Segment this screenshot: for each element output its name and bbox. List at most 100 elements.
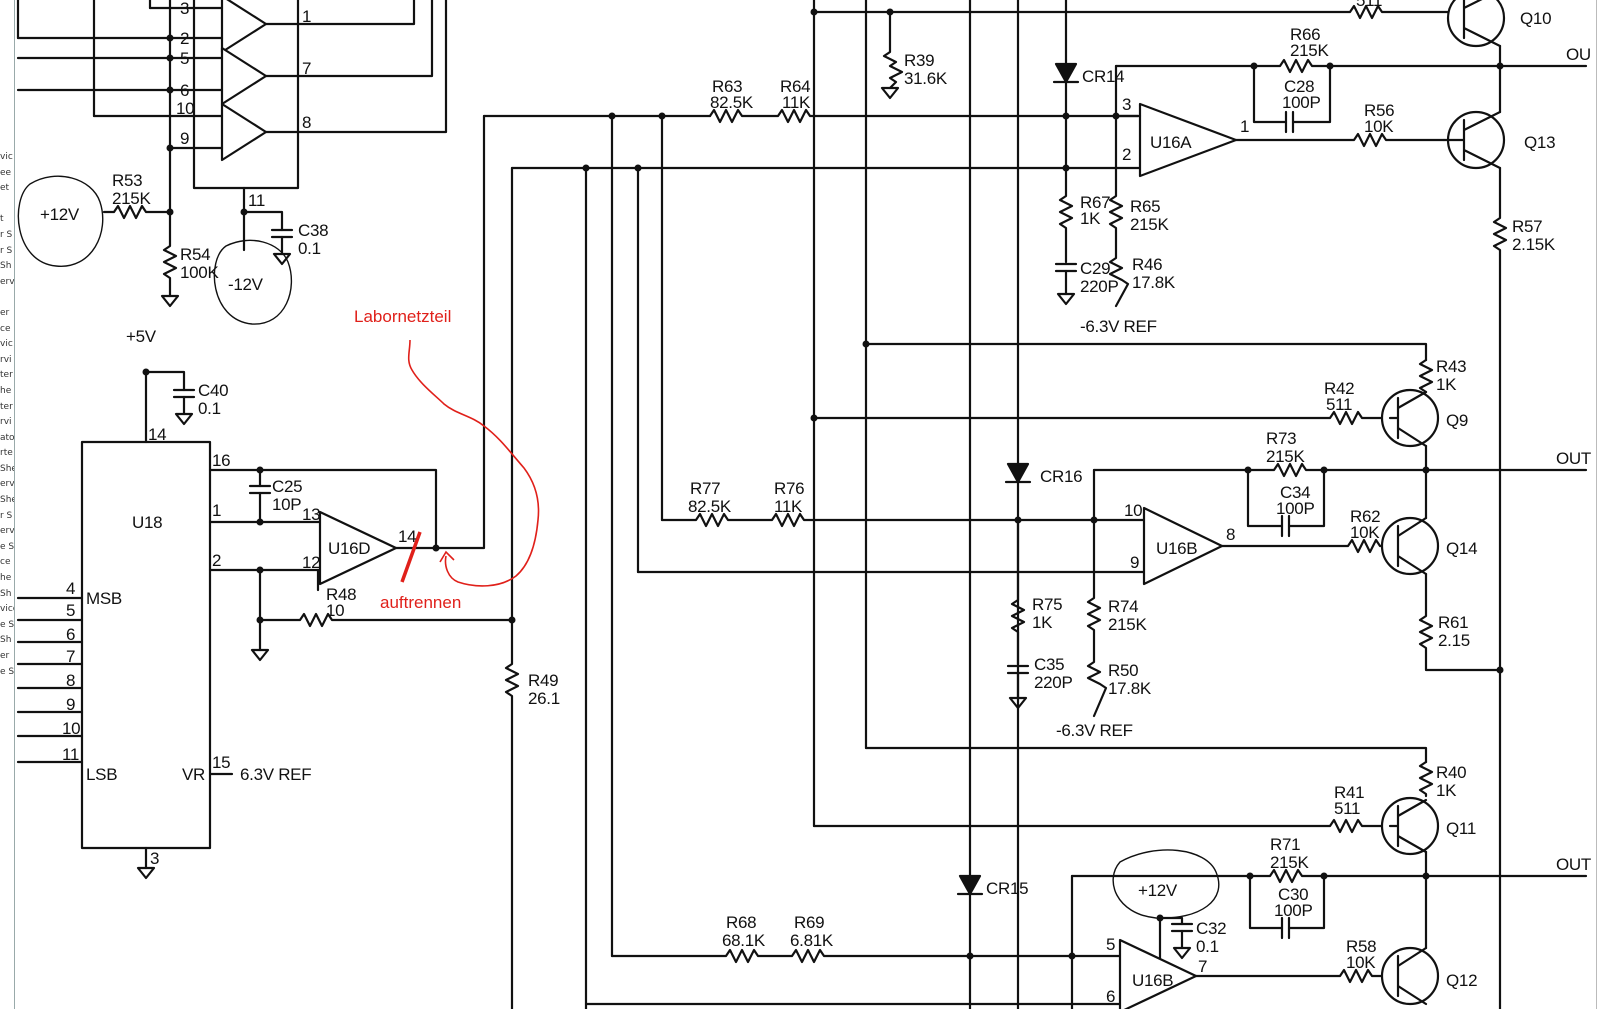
label-c40: C40 xyxy=(198,381,228,400)
label-u16b-bottom-pin5: 5 xyxy=(1106,935,1115,954)
label-r61: R61 xyxy=(1438,613,1468,632)
label-r63-value: 82.5K xyxy=(710,93,754,112)
label-r68-value: 68.1K xyxy=(722,931,766,950)
label-q12: Q12 xyxy=(1446,971,1477,990)
label-u18-pin1: 1 xyxy=(212,501,221,520)
label-c35-value: 220P xyxy=(1034,673,1073,692)
label-r65-value: 215K xyxy=(1130,215,1169,234)
label-cr15: CR15 xyxy=(986,879,1028,898)
label-r54: R54 xyxy=(180,245,210,264)
label-r76-value: 11K xyxy=(774,497,803,516)
label-r54-value: 100K xyxy=(180,263,219,282)
label-r64-value: 11K xyxy=(782,93,811,112)
label-u16d: U16D xyxy=(328,539,370,558)
label-c32: C32 xyxy=(1196,919,1226,938)
label-u16b-bottom: U16B xyxy=(1132,971,1173,990)
label-q9: Q9 xyxy=(1446,411,1468,430)
label-r48-value: 10 xyxy=(326,601,344,620)
label-r67: R67 xyxy=(1080,193,1110,212)
label-r73: R73 xyxy=(1266,429,1296,448)
label-r50: R50 xyxy=(1108,661,1138,680)
side-panel-fragment: vic xyxy=(0,152,13,162)
side-panel-fragment: e S xyxy=(0,541,14,552)
label-r42-value: 511 xyxy=(1326,395,1352,414)
label-out-top: OU xyxy=(1566,45,1591,64)
label-q11: Q11 xyxy=(1446,819,1476,838)
label-r63: R63 xyxy=(712,77,742,96)
side-panel-fragment: Sh xyxy=(0,261,12,272)
label-u16a: U16A xyxy=(1150,133,1192,152)
label-u16b-mid: U16B xyxy=(1156,539,1197,558)
label-msb: MSB xyxy=(86,589,122,608)
label-r73-value: 215K xyxy=(1266,447,1305,466)
label-minus12v: -12V xyxy=(228,275,264,294)
label-r43-value: 1K xyxy=(1436,375,1457,394)
label-cr16: CR16 xyxy=(1040,467,1082,486)
label-c38: C38 xyxy=(298,221,328,240)
label-r40: R40 xyxy=(1436,763,1466,782)
label-r66-value: 215K xyxy=(1290,41,1329,60)
side-panel-fragment: e S xyxy=(0,619,14,630)
label-u18-pin7: 7 xyxy=(66,647,75,666)
label-r75: R75 xyxy=(1032,595,1062,614)
label-c29: C29 xyxy=(1080,259,1110,278)
side-panel-fragment: Sh xyxy=(0,588,12,599)
label-r49: R49 xyxy=(528,671,558,690)
side-panel-fragment: rvi xyxy=(0,354,12,365)
label-u18-pin15: 15 xyxy=(212,753,230,772)
label-u18-pin2: 2 xyxy=(212,551,221,570)
label-r64: R64 xyxy=(780,77,810,96)
label-pin10: 10 xyxy=(176,99,194,118)
label-pin8: 8 xyxy=(302,113,311,132)
label-u16d-pin14: 14 xyxy=(398,527,416,546)
label-r56-value: 10K xyxy=(1364,117,1394,136)
label-q10: Q10 xyxy=(1520,9,1551,28)
annotation-labornetzteil: Labornetzteil xyxy=(354,307,451,326)
label-out-mid: OUT xyxy=(1556,449,1591,468)
label-r43: R43 xyxy=(1436,357,1466,376)
label-r40-value: 1K xyxy=(1436,781,1457,800)
label-r71-value: 215K xyxy=(1270,853,1309,872)
label-c32-value: 0.1 xyxy=(1196,937,1219,956)
label-r48: R48 xyxy=(326,585,356,604)
label-vr: VR xyxy=(182,765,205,784)
label-u16d-pin13: 13 xyxy=(302,505,320,524)
label-plus12v-bottom: +12V xyxy=(1138,881,1178,900)
label-r69-value: 6.81K xyxy=(790,931,834,950)
label-ref-63v: 6.3V REF xyxy=(240,765,311,784)
label-r50-value: 17.8K xyxy=(1108,679,1152,698)
label-r58-value: 10K xyxy=(1346,953,1376,972)
label-u16d-pin12: 12 xyxy=(302,553,320,572)
label-q13: Q13 xyxy=(1524,133,1555,152)
label-r68: R68 xyxy=(726,913,756,932)
label-r53-value: 215K xyxy=(112,189,151,208)
component-labels: 3 2 5 6 10 9 1 7 8 11 R53 215K +12V R54 … xyxy=(40,0,1591,1006)
label-c28: C28 xyxy=(1284,77,1314,96)
label-r74-value: 215K xyxy=(1108,615,1147,634)
side-panel-fragment: r S xyxy=(0,245,13,256)
label-u16b-bottom-pin7: 7 xyxy=(1198,957,1207,976)
side-panel-fragment: ato xyxy=(0,432,14,443)
label-u16b-bottom-pin6: 6 xyxy=(1106,987,1115,1006)
side-panel-fragment: he xyxy=(0,385,12,396)
label-r39-value: 31.6K xyxy=(904,69,948,88)
label-ref-mid: -6.3V REF xyxy=(1056,721,1133,740)
label-r75-value: 1K xyxy=(1032,613,1053,632)
side-panel-fragment: ce xyxy=(0,323,11,334)
label-r46-value: 17.8K xyxy=(1132,273,1176,292)
label-r57-value: 2.15K xyxy=(1512,235,1556,254)
label-u16a-pin3: 3 xyxy=(1122,95,1131,114)
label-u16a-pin2: 2 xyxy=(1122,145,1131,164)
driver-network xyxy=(482,0,1588,1009)
label-c25-value: 10P xyxy=(272,495,301,514)
side-panel-fragment: er xyxy=(0,307,10,318)
window-edge-line xyxy=(14,0,15,1009)
label-u18-pin16: 16 xyxy=(212,451,230,470)
label-u18-pin3: 3 xyxy=(150,849,159,868)
label-u18-pin4: 4 xyxy=(66,579,75,598)
label-pin11: 11 xyxy=(248,191,265,210)
label-c40-value: 0.1 xyxy=(198,399,221,418)
quad-comparator xyxy=(16,0,448,325)
label-u16b-mid-pin10: 10 xyxy=(1124,501,1142,520)
